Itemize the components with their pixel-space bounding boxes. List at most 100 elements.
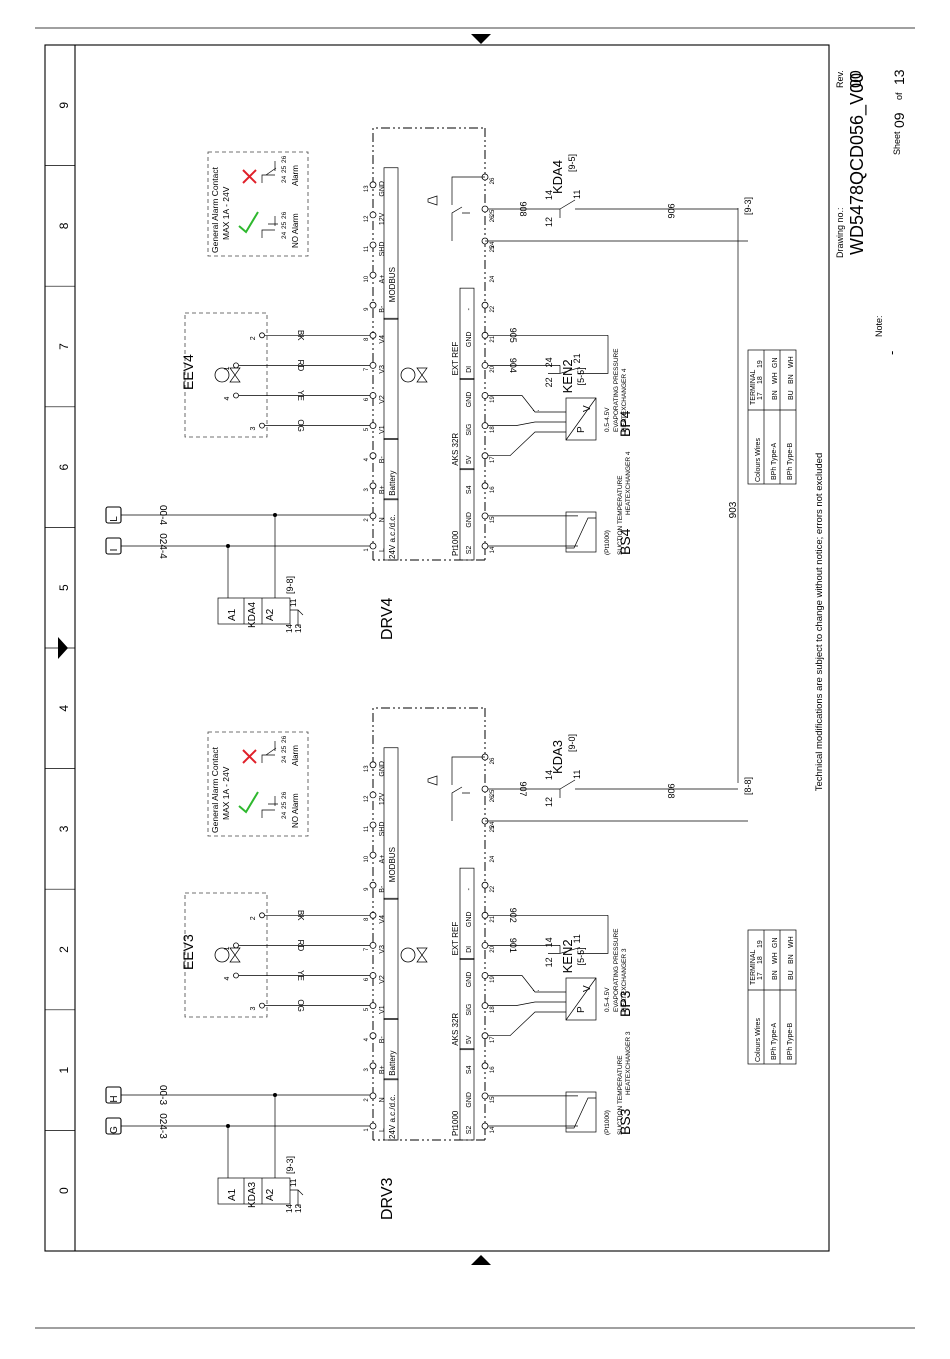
terminal-pin-number: 2: [364, 1098, 370, 1102]
terminal-top-pin: [369, 542, 377, 550]
alarm-pin-number: 25: [281, 745, 288, 753]
terminal-top-pin: [369, 361, 377, 369]
alarm-rating: MAX 1A - 24V: [221, 766, 231, 820]
terminal-pin-label: N: [379, 517, 386, 522]
terminal-bottom-pin: [481, 392, 489, 399]
grid-row-number: 9: [57, 102, 71, 109]
ken-contact-12: 22: [544, 377, 554, 387]
terminal-pin-label: S2: [466, 1126, 473, 1135]
modbus-label: MODBUS: [388, 267, 397, 302]
pressure-sensor-p: P: [576, 1006, 587, 1013]
terminal-pin-number: 20: [490, 945, 496, 952]
terminal-pin-number: 24: [490, 275, 496, 282]
coil-wire-colour: BK: [296, 910, 305, 921]
motor-symbol-driver: [400, 367, 416, 383]
terminal-block-bottom: [459, 378, 475, 471]
terminal-bottom-pin: [481, 361, 489, 369]
coil-pin-number: 4: [224, 976, 231, 980]
ken-contact-14: 24: [544, 357, 554, 367]
colours-table-terminal: TERMINAL: [750, 370, 757, 406]
driver-name: DRV3: [379, 1178, 396, 1220]
relay-sym-12: 12: [294, 1204, 303, 1213]
colours-cell: BU: [788, 970, 795, 980]
kda-ref-24: [8-8]: [743, 777, 753, 795]
ext-ref-label: EXT REF: [451, 922, 460, 956]
colours-cell: GN: [772, 358, 779, 369]
ken-contact-14: 14: [544, 937, 554, 947]
wire-label-903: 903: [728, 501, 739, 518]
colours-cell: GN: [772, 938, 779, 949]
ken-wire-di: 901: [508, 938, 518, 953]
coil-wire-colour: BK: [296, 330, 305, 341]
terminal-top-pin: [369, 331, 377, 339]
terminal-pin-number: 6: [364, 397, 370, 401]
wire-dot-marks: · ·: [532, 406, 540, 415]
no-alarm-contact-symbol: [261, 216, 278, 238]
terminal-pin-label: V4: [379, 915, 386, 924]
temperature-sensor-type: (Pt1000): [604, 1110, 611, 1135]
alarm-pin-number: 26: [281, 211, 288, 219]
drawing-no-label: Drawing no.:: [835, 207, 845, 258]
grid-row-number: 8: [57, 222, 71, 229]
relay-sym-14: 14: [285, 624, 294, 633]
terminal-pin-number: 15: [490, 516, 496, 523]
temperature-sensor-name: BS4: [617, 528, 633, 555]
alarm-pin-number: 26: [281, 735, 288, 743]
terminal-bottom-pin: [481, 422, 489, 430]
terminal-top-pin: [369, 211, 377, 219]
relay-a1-label: A1: [227, 608, 238, 621]
relay-contact-symbol: [290, 1189, 304, 1206]
pressure-sensor-wire: [488, 1001, 566, 1006]
battery-label: Battery: [388, 1050, 397, 1075]
colours-row-a-label: BPh Type-A: [771, 442, 778, 480]
terminal-pin-number: 6: [364, 977, 370, 981]
terminal-pin-label: GND: [466, 912, 473, 928]
terminal-pin-label: S2: [466, 546, 473, 555]
terminal-bottom-pin: [481, 482, 489, 490]
pressure-sensor-wire: [488, 975, 566, 993]
kda-internal-contact: [451, 756, 485, 821]
temperature-sensor-desc: SUCTION TEMPERATURE: [617, 1055, 624, 1135]
coil-pin: [259, 1002, 265, 1009]
relay-sym-11: 11: [289, 1178, 298, 1187]
terminal-pin-number: 1: [364, 548, 370, 552]
alarm-pin-number: 26: [281, 791, 288, 799]
grid-row-number: 0: [57, 1187, 71, 1194]
note-label: Note:: [874, 315, 884, 337]
kda-contact-11: 11: [572, 190, 582, 199]
cross-wire-903: 903: [728, 208, 739, 783]
terminal-pin-number: 24: [490, 241, 496, 248]
colours-col-header: 17: [757, 392, 764, 400]
supply-wire-label: 00-3: [157, 1085, 168, 1105]
alarm-pin-number: 25: [281, 801, 288, 809]
terminal-pin-number: 8: [364, 337, 370, 341]
terminal-pin-number: 18: [490, 426, 496, 433]
terminal-pin-number: 7: [364, 367, 370, 371]
terminal-bottom-pin: [481, 512, 489, 520]
terminal-pin-label: SIG: [466, 424, 473, 436]
terminal-pin-number: 24: [490, 821, 496, 828]
terminal-bottom-pin: [481, 1092, 489, 1100]
ken-ref: [5-5]: [576, 367, 586, 385]
alarm-contact-box: [207, 151, 309, 257]
terminal-pin-label: B+: [379, 485, 386, 494]
terminal-pin-label: -: [466, 307, 473, 310]
terminal-bottom-pin: [481, 911, 489, 919]
terminal-pin-label: DI: [466, 946, 473, 953]
terminal-pin-label: B-: [379, 456, 386, 464]
wire-dot-marks: · ·: [532, 986, 540, 995]
terminal-pin-label: 12V: [379, 212, 386, 225]
terminal-pin-label: B-: [379, 1036, 386, 1044]
pressure-sensor-range: 0.5-4.5V: [604, 407, 611, 432]
colours-row-b-label: BPh Type-B: [787, 1022, 794, 1060]
pt1000-label: Pt1000: [451, 1110, 460, 1136]
no-alarm-label: NO Alarm: [291, 213, 300, 248]
colours-table-terminal: TERMINAL: [750, 950, 757, 986]
alarm-pin-number: 25: [281, 221, 288, 229]
relay-a1-label: A1: [227, 1188, 238, 1201]
colours-table-frame: [747, 349, 797, 485]
kda-ref-24: [9-3]: [743, 197, 753, 215]
pressure-sensor-name: BP3: [617, 990, 633, 1017]
terminal-top-pin: [369, 851, 377, 859]
terminal-pin-number: 1: [364, 1128, 370, 1132]
